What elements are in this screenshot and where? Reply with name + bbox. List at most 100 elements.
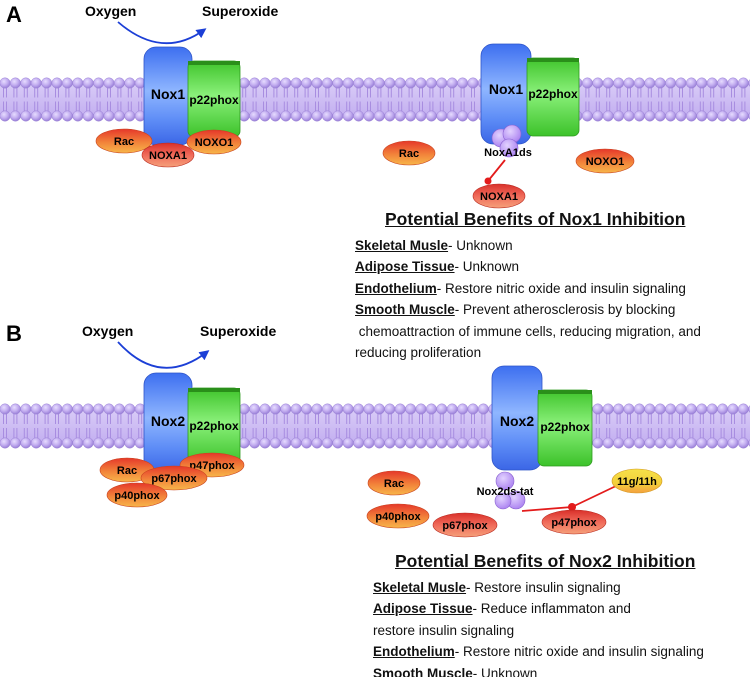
p22phox-right-a-cap (527, 58, 579, 62)
noxa1-right-label: NOXA1 (480, 191, 518, 203)
lipid-head-inner (602, 110, 614, 122)
reaction-arrow-b (117, 341, 210, 369)
lipid-head-outer (311, 403, 323, 415)
benefit-tissue: Adipose Tissue (373, 601, 473, 616)
lipid-head-outer (269, 403, 281, 415)
lipid-head-outer (623, 77, 635, 89)
p67phox-left (140, 465, 208, 491)
lipid-head-inner (269, 110, 281, 122)
lipid-head-inner (581, 110, 593, 122)
benefit-text: - Restore nitric oxide and insulin signa… (454, 644, 704, 659)
lipid-head-outer (394, 403, 406, 415)
lipid-head-outer (280, 403, 292, 415)
lipid-head-outer (249, 403, 261, 415)
oxygen-label-a: Oxygen (85, 3, 136, 19)
noxo1-left (186, 129, 242, 155)
lipid-head-outer (41, 77, 53, 89)
rac-right-a (382, 140, 436, 166)
lipid-head-outer (30, 403, 42, 415)
lipid-head-outer (405, 77, 417, 89)
11g-11h-label: 11g/11h (617, 476, 657, 488)
lipid-head-inner (685, 437, 697, 449)
p40phox-right-label: p40phox (375, 511, 421, 523)
lipid-head-outer (280, 77, 292, 89)
lipid-head-outer (238, 77, 250, 89)
benefit-tissue: Smooth Muscle (355, 302, 455, 317)
lipid-head-inner (61, 437, 73, 449)
lipid-head-outer (633, 403, 645, 415)
benefit-continuation: chemoattraction of immune cells, reducin… (355, 323, 701, 339)
benefit-text: - Reduce inflammaton and (472, 601, 631, 616)
lipid-head-inner (238, 437, 250, 449)
lipid-head-outer (103, 403, 115, 415)
lipid-head-outer (644, 403, 656, 415)
lipid-head-inner (665, 110, 677, 122)
lipid-head-outer (290, 77, 302, 89)
lipid-head-outer (373, 77, 385, 89)
lipid-head-inner (82, 437, 94, 449)
rac-left-b-label: Rac (117, 465, 137, 477)
lipid-head-outer (477, 403, 489, 415)
benefit-row-skeletal-b: Skeletal Musle- Restore insulin signalin… (373, 577, 704, 599)
lipid-head-outer (727, 403, 739, 415)
11g-11h-subunit (611, 468, 663, 494)
lipid-head-outer (72, 77, 84, 89)
lipid-head-inner (93, 437, 105, 449)
lipid-head-outer (301, 403, 313, 415)
lipid-head-outer (20, 403, 32, 415)
reaction-arrow-a (117, 21, 207, 45)
lipid-head-outer (685, 77, 697, 89)
lipid-head-inner (592, 110, 604, 122)
lipid-head-inner (61, 110, 73, 122)
noxa1-right (472, 183, 526, 209)
lipid-head-inner (436, 437, 448, 449)
lipid-head-outer (613, 403, 625, 415)
noxo1-right (575, 148, 635, 174)
lipid-head-outer (467, 77, 479, 89)
lipid-head-outer (363, 77, 375, 89)
lipid-head-inner (321, 437, 333, 449)
lipid-head-outer (457, 403, 469, 415)
lipid-head-inner (72, 437, 84, 449)
lipid-head-inner (103, 110, 115, 122)
lipid-head-outer (425, 77, 437, 89)
p67phox-right-label: p67phox (442, 520, 488, 532)
benefit-tissue: Skeletal Musle (373, 579, 467, 595)
lipid-head-outer (675, 403, 687, 415)
cell-membrane-a (0, 77, 750, 122)
lipid-head-inner (9, 110, 21, 122)
lipid-head-outer (581, 77, 593, 89)
lipid-head-inner (51, 110, 63, 122)
lipid-head-inner (51, 437, 63, 449)
lipid-head-outer (9, 77, 21, 89)
lipid-head-inner (113, 110, 125, 122)
lipid-head-inner (425, 437, 437, 449)
noxo1-right-label: NOXO1 (586, 156, 625, 168)
lipid-head-inner (41, 110, 53, 122)
lipid-head-outer (9, 403, 21, 415)
lipid-head-outer (737, 77, 749, 89)
nox2-left-label: Nox2 (151, 413, 185, 429)
lipid-head-outer (384, 403, 396, 415)
lipid-head-outer (446, 403, 458, 415)
lipid-head-outer (301, 77, 313, 89)
p22phox-left-a-cap (188, 61, 240, 65)
lipid-head-inner (301, 110, 313, 122)
lipid-head-outer (93, 77, 105, 89)
lipid-head-inner (415, 110, 427, 122)
rac-right-b (367, 470, 421, 496)
oxygen-label-b: Oxygen (82, 323, 133, 339)
lipid-head-outer (41, 403, 53, 415)
p67phox-left-label: p67phox (151, 473, 197, 485)
lipid-head-outer (665, 77, 677, 89)
lipid-head-outer (238, 403, 250, 415)
lipid-head-inner (706, 110, 718, 122)
benefit-row-skeletal-a: Skeletal Musle- Unknown (355, 235, 701, 257)
lipid-head-outer (51, 77, 63, 89)
lipid-head-inner (706, 437, 718, 449)
lipid-head-outer (124, 403, 136, 415)
benefit-continuation: reducing proliferation (355, 345, 482, 360)
lipid-head-outer (353, 77, 365, 89)
